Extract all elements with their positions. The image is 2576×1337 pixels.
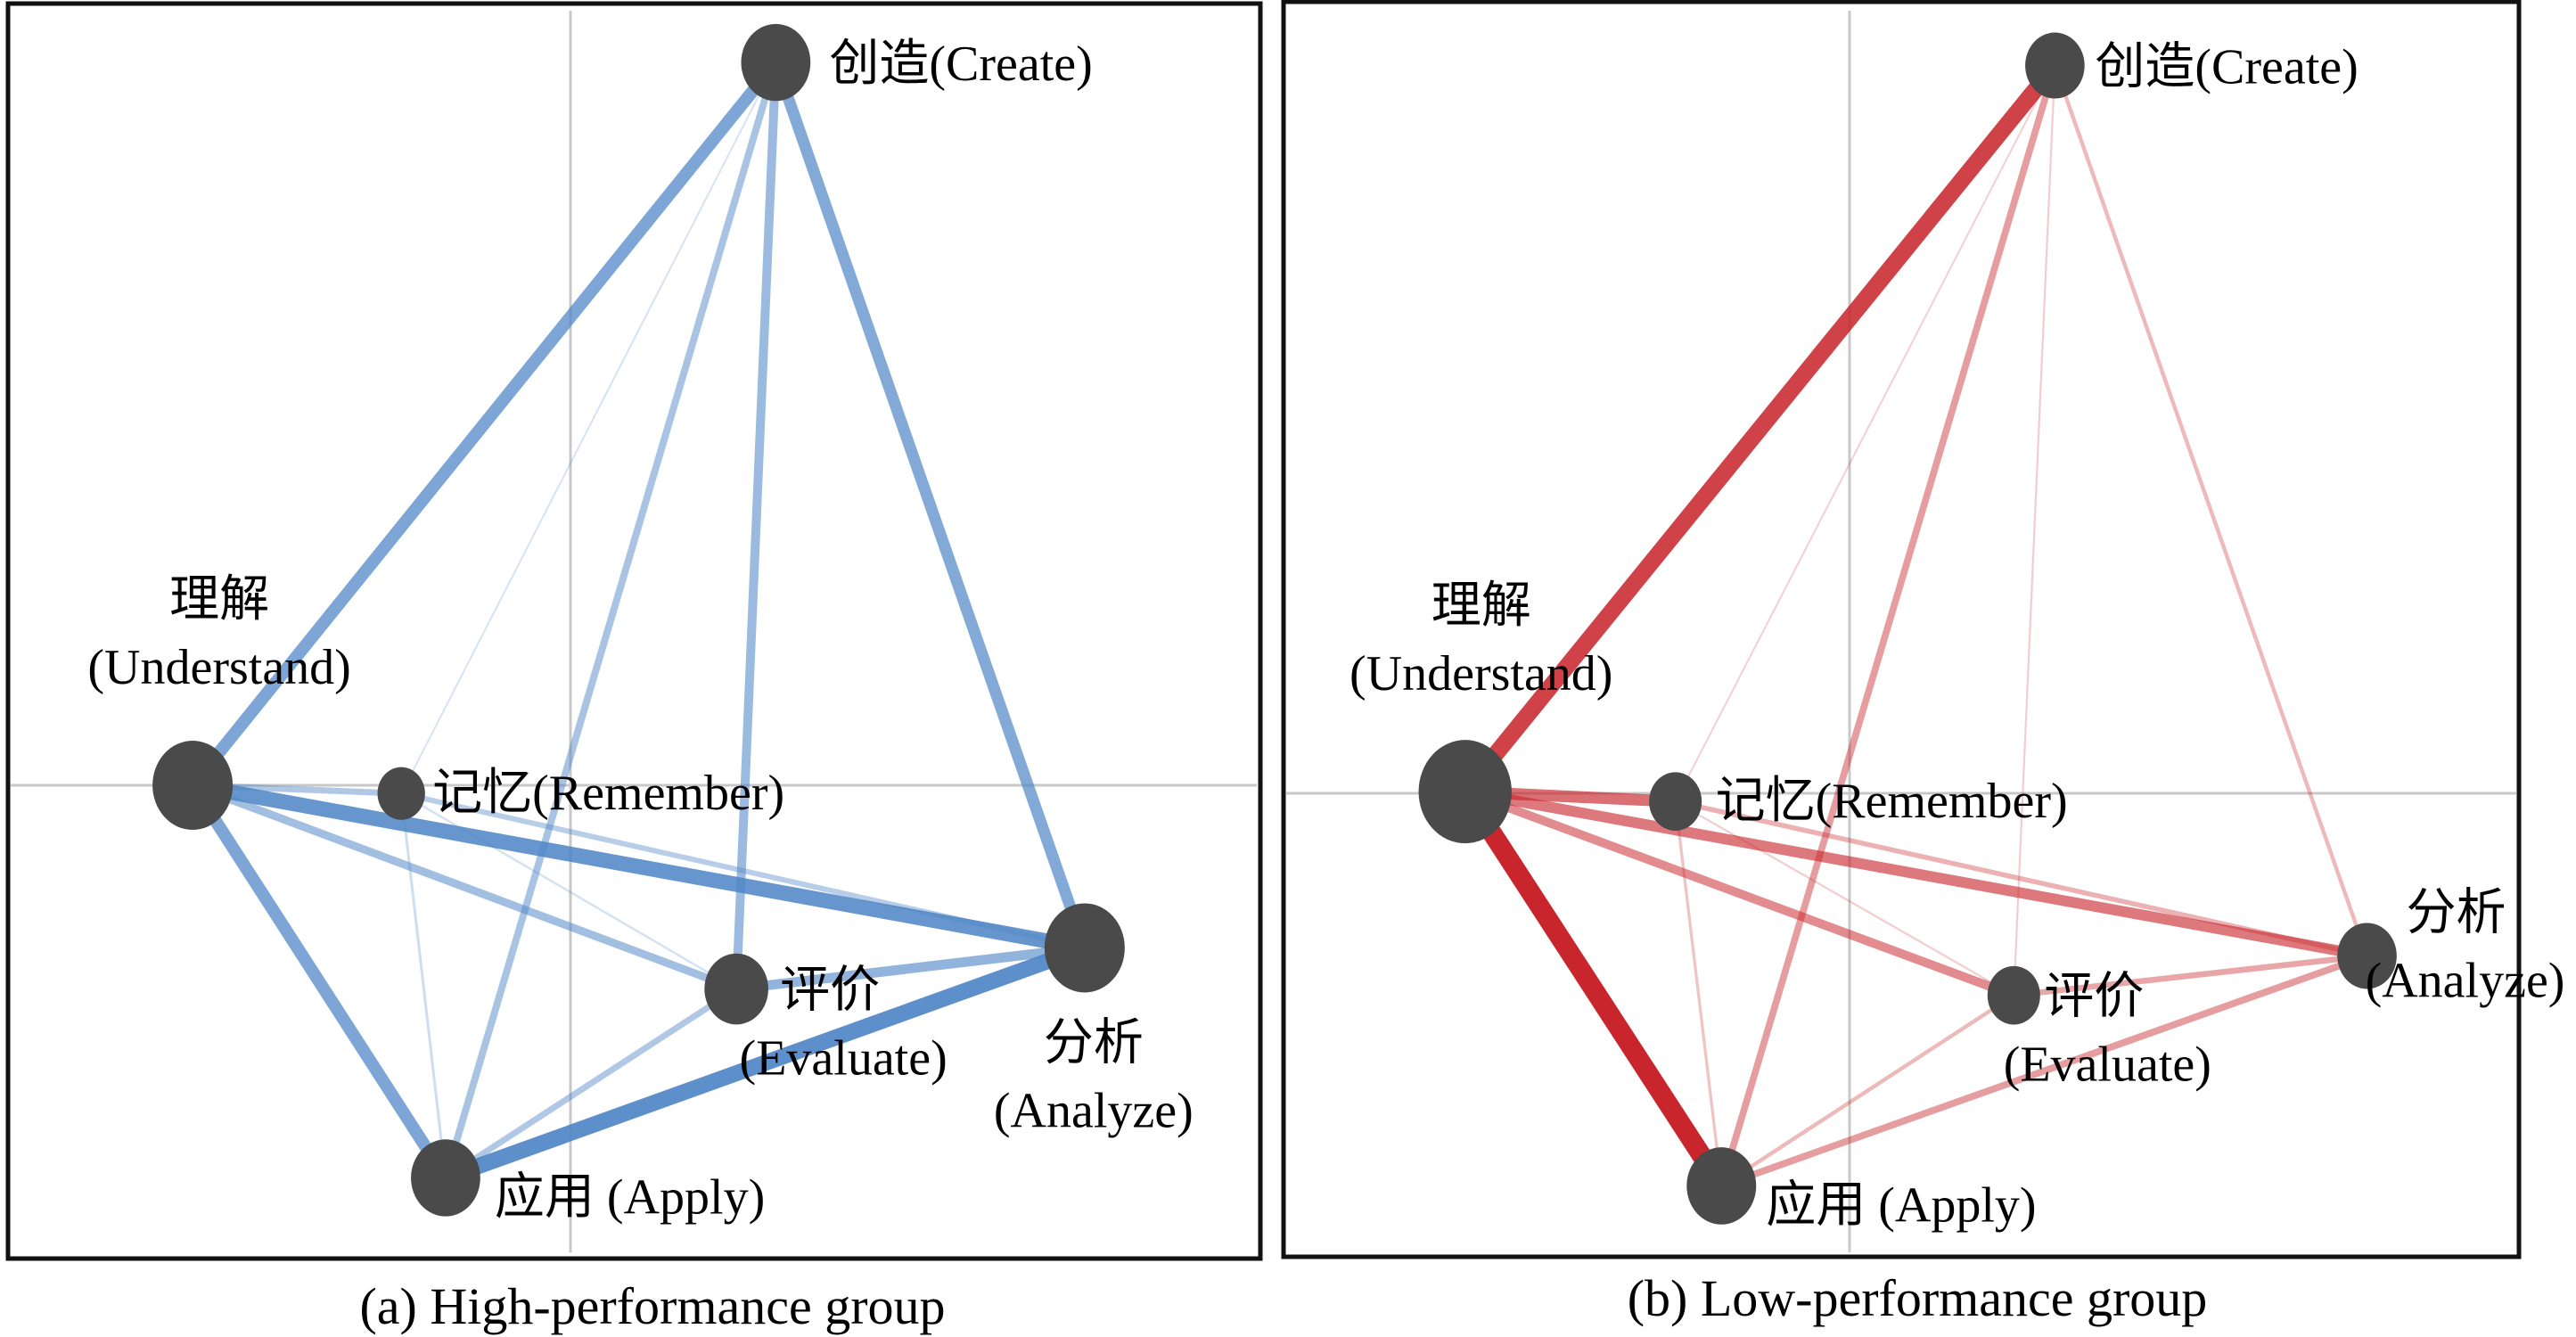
node-evaluate: [1987, 965, 2040, 1025]
label-en: (Create): [2195, 40, 2358, 95]
node-remember: [377, 767, 425, 820]
edge-understand-evaluate: [1460, 787, 2019, 1000]
edge-remember-apply: [1673, 800, 1723, 1188]
label-en: (Understand): [87, 640, 350, 695]
panel-high-performance: 创造(Create) 理解 (Understand) 记忆(Remember) 评价 (E…: [5, 1, 1263, 1335]
label-cn: 评价: [780, 964, 880, 1019]
label-en: (Evaluate): [2004, 1038, 2211, 1093]
labels-layer: 创造(Create) 理解 (Understand) 记忆(Remember) 评价 (E…: [1350, 40, 2564, 1234]
node-understand: [152, 741, 234, 830]
edge-create-analyze: [2053, 63, 2369, 958]
edge-create-apply: [1718, 62, 2059, 1190]
label-analyze: 分析 (Analyze): [2366, 885, 2565, 1008]
edge-create-evaluate: [732, 58, 781, 994]
label-en: (Remember): [532, 766, 784, 821]
label-cn: 应用: [1766, 1177, 1866, 1233]
node-remember: [1649, 772, 1702, 832]
label-remember: 记忆(Remember): [1716, 774, 2068, 829]
label-analyze: 分析 (Analyze): [994, 1015, 1194, 1138]
edge-apply-analyze: [1718, 952, 2371, 1190]
label-apply: 应用 (Apply): [495, 1169, 765, 1225]
edge-understand-create: [1456, 57, 2063, 800]
label-evaluate: 评价 (Evaluate): [740, 964, 948, 1087]
edge-evaluate-analyze: [731, 942, 1090, 995]
label-cn: 记忆: [1716, 774, 1816, 829]
label-cn: 创造: [829, 37, 929, 92]
node-analyze: [1044, 903, 1125, 993]
label-cn: 分析: [1044, 1015, 1144, 1070]
nodes-layer: [152, 23, 1125, 1217]
edges-layer: [1455, 57, 2373, 1196]
edge-create-remember: [400, 62, 777, 795]
label-create: 创造(Create): [829, 37, 1092, 92]
edge-understand-analyze: [1459, 786, 2373, 962]
node-analyze: [2337, 923, 2397, 989]
node-apply: [411, 1139, 480, 1217]
label-cn: 应用: [495, 1169, 595, 1225]
label-cn: 创造: [2095, 40, 2195, 95]
edge-understand-evaluate: [188, 781, 741, 994]
edges-layer: [185, 56, 1093, 1186]
node-apply: [1686, 1147, 1757, 1225]
edge-remember-evaluate: [1674, 800, 2015, 997]
label-remember: 记忆(Remember): [432, 766, 784, 821]
edge-create-apply: [441, 59, 780, 1182]
label-cn: 理解: [1432, 578, 1531, 634]
edge-create-analyze: [769, 56, 1091, 954]
caption-low-performance: (b) Low-performance group: [1628, 1269, 2208, 1327]
edge-understand-apply: [186, 779, 452, 1185]
edge-understand-create: [186, 56, 783, 792]
label-en: (Remember): [1816, 774, 2068, 829]
panel-low-performance: 创造(Create) 理解 (Understand) 记忆(Remember) 评价 (E…: [1281, 0, 2564, 1327]
panel-frame: [1281, 0, 2522, 1259]
node-create: [741, 23, 811, 102]
label-en: (Analyze): [994, 1083, 1194, 1138]
edge-apply-evaluate: [1719, 993, 2016, 1188]
edge-understand-apply: [1455, 782, 1732, 1196]
label-en: (Evaluate): [740, 1031, 948, 1087]
edge-apply-analyze: [437, 939, 1093, 1186]
label-en: (Analyze): [2366, 953, 2565, 1008]
edge-create-evaluate: [2013, 64, 2056, 997]
label-en: (Create): [929, 37, 1092, 92]
label-understand: 理解 (Understand): [87, 572, 350, 695]
label-cn: 评价: [2044, 970, 2144, 1025]
label-cn: 分析: [2407, 885, 2506, 940]
label-apply: 应用 (Apply): [1766, 1177, 2036, 1233]
nodes-layer: [1418, 32, 2397, 1225]
node-understand: [1418, 740, 1512, 844]
node-create: [2025, 32, 2085, 99]
edge-understand-analyze: [185, 777, 1093, 956]
label-cn: 理解: [169, 572, 269, 627]
edge-create-remember: [1674, 64, 2056, 803]
labels-layer: 创造(Create) 理解 (Understand) 记忆(Remember) 评价 (E…: [87, 37, 1193, 1225]
label-en: (Apply): [595, 1169, 765, 1225]
label-cn: 记忆: [432, 766, 532, 821]
label-create: 创造(Create): [2095, 40, 2358, 95]
caption-high-performance: (a) High-performance group: [359, 1277, 945, 1335]
edge-remember-evaluate: [399, 792, 738, 990]
edge-remember-apply: [399, 792, 447, 1179]
label-understand: 理解 (Understand): [1350, 578, 1612, 701]
panel-frame: [5, 1, 1263, 1261]
label-evaluate: 评价 (Evaluate): [2004, 970, 2211, 1093]
edge-evaluate-analyze: [2011, 953, 2370, 998]
label-en: (Apply): [1866, 1177, 2036, 1233]
label-en: (Understand): [1350, 646, 1612, 701]
edge-apply-evaluate: [442, 986, 740, 1181]
node-evaluate: [704, 953, 768, 1025]
